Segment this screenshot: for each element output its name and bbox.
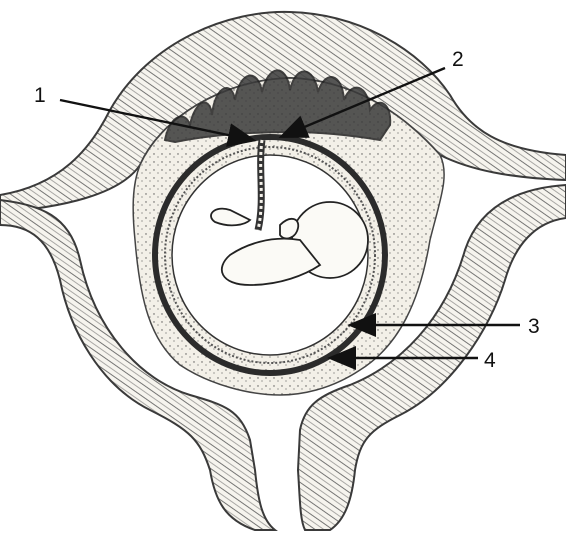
label-2: 2: [452, 48, 464, 71]
label-1: 1: [34, 84, 46, 107]
label-3: 3: [528, 315, 540, 338]
label-4: 4: [484, 349, 496, 372]
umbilical-cord: [258, 140, 262, 230]
